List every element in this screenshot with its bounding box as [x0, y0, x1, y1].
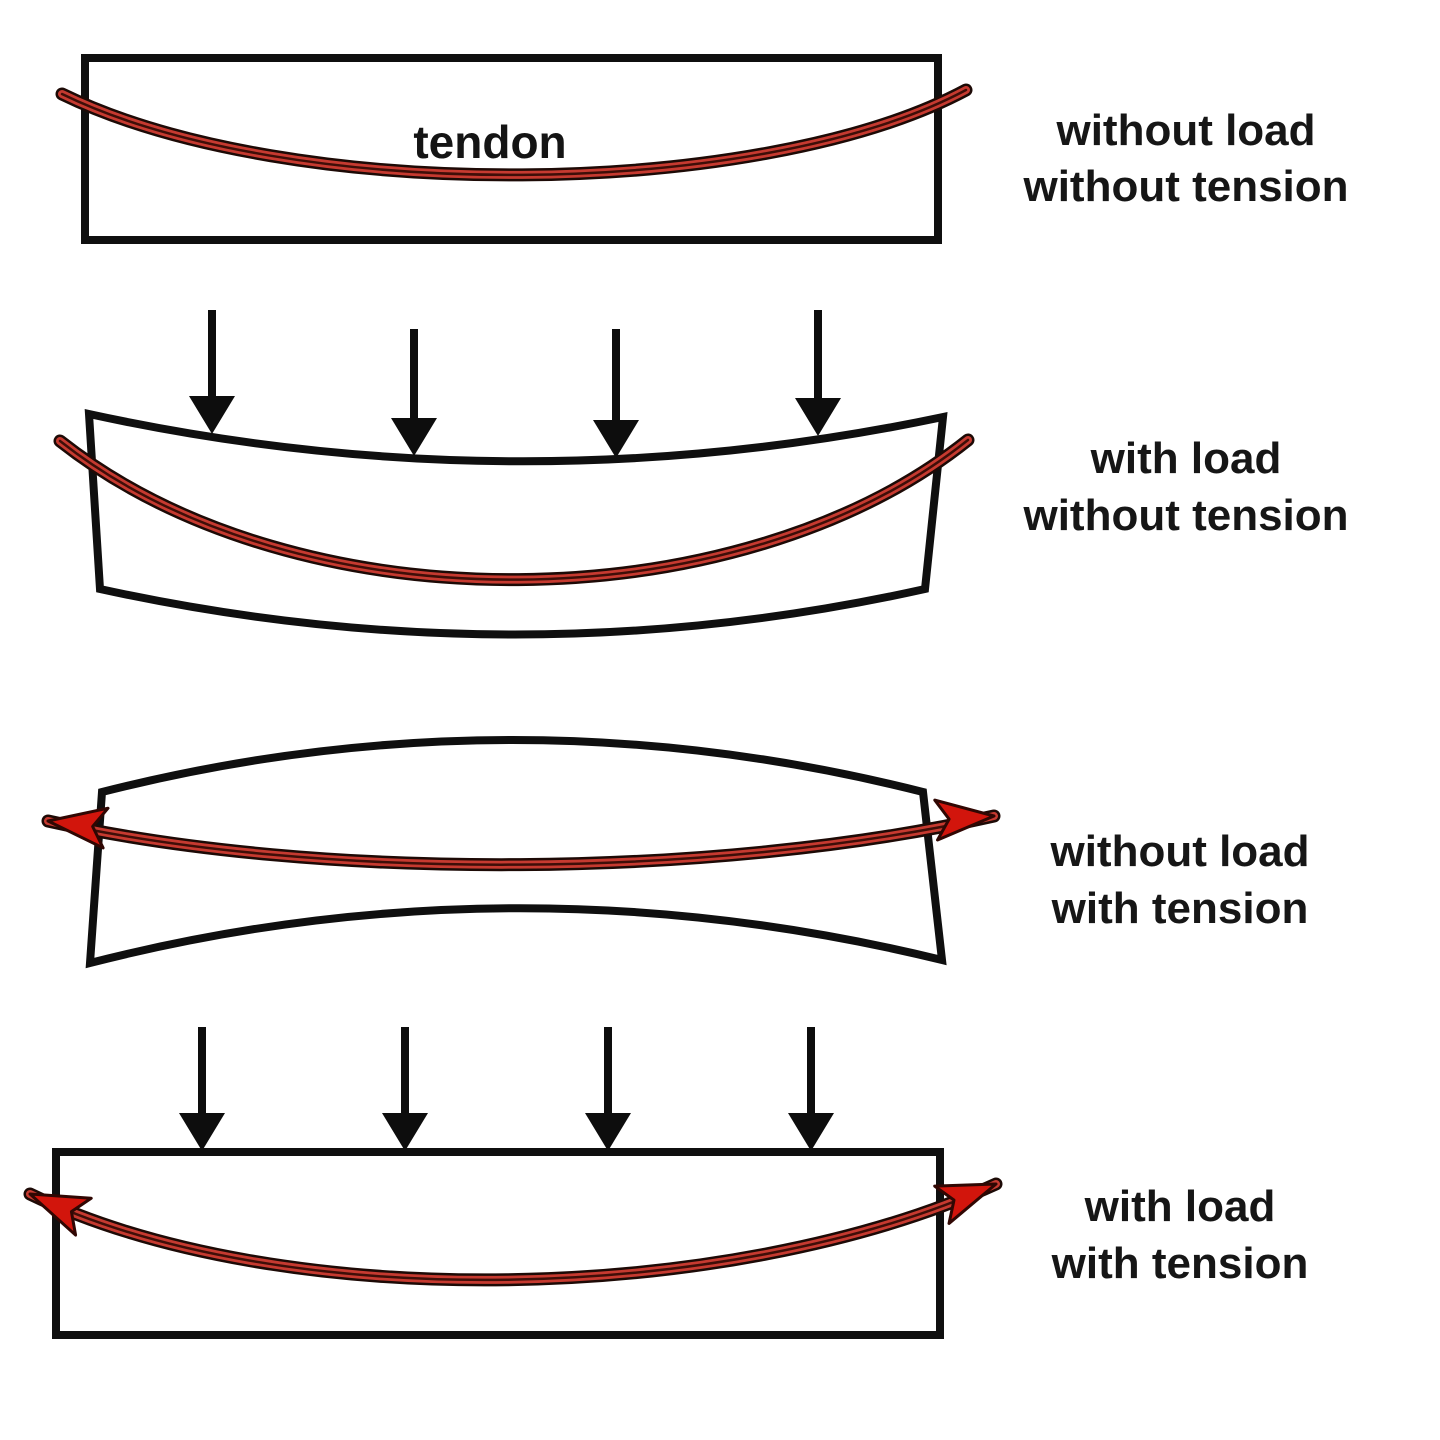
- load-arrow: [189, 310, 235, 434]
- tendon: [55, 83, 973, 182]
- load-arrow-head-icon: [179, 1113, 225, 1151]
- load-arrow-head-icon: [382, 1113, 428, 1151]
- tendon-centerline-stroke: [58, 438, 970, 581]
- tendon-centerline-stroke: [28, 1182, 998, 1282]
- row-label-line2: with tension: [1051, 884, 1309, 933]
- tension-arrowhead-left-icon: [28, 1192, 93, 1237]
- row-label: without load without tension: [1022, 106, 1348, 211]
- load-arrow: [795, 310, 841, 436]
- load-arrow-head-icon: [788, 1113, 834, 1151]
- load-arrow: [593, 329, 639, 458]
- beam-outline: [84, 408, 948, 639]
- load-arrows: [189, 310, 841, 458]
- tendon: [41, 809, 1001, 872]
- load-arrow: [391, 329, 437, 456]
- load-arrow-head-icon: [795, 398, 841, 436]
- load-arrow-head-icon: [593, 420, 639, 458]
- row-label-line1: without load: [1049, 827, 1309, 876]
- row-with-load-without-tension: with load without tension: [53, 310, 1349, 639]
- row-label: with load with tension: [1051, 1182, 1309, 1288]
- row-with-load-with-tension: with load with tension: [23, 1027, 1309, 1339]
- row-label-line1: without load: [1055, 106, 1315, 155]
- tendon-centerline-stroke: [60, 88, 968, 177]
- tendon: [53, 433, 975, 587]
- tension-arrowhead-right-icon: [933, 798, 996, 842]
- row-without-load-with-tension: without load with tension: [41, 736, 1310, 969]
- load-arrow: [585, 1027, 631, 1151]
- row-label-line2: without tension: [1022, 162, 1348, 211]
- load-arrow: [179, 1027, 225, 1151]
- tendon: [23, 1177, 1003, 1287]
- load-arrow-head-icon: [585, 1113, 631, 1151]
- beam-outline: [85, 736, 947, 969]
- row-label-line1: with load: [1084, 1182, 1276, 1231]
- load-arrows: [179, 1027, 834, 1151]
- row-label: with load without tension: [1022, 434, 1348, 540]
- tension-arrowhead-left-icon: [46, 806, 110, 850]
- load-arrow: [382, 1027, 428, 1151]
- load-arrow-head-icon: [391, 418, 437, 456]
- load-arrow: [788, 1027, 834, 1151]
- row-without-load-without-tension: tendon without load without tension: [55, 54, 1349, 244]
- load-arrow-head-icon: [189, 396, 235, 434]
- tension-arrowhead-right-icon: [933, 1182, 998, 1225]
- row-label-line1: with load: [1090, 434, 1282, 483]
- tendon-text-label: tendon: [413, 116, 566, 168]
- row-label: without load with tension: [1049, 827, 1309, 933]
- tendon-centerline-stroke: [46, 814, 996, 866]
- row-label-line2: without tension: [1022, 491, 1348, 540]
- row-label-line2: with tension: [1051, 1239, 1309, 1288]
